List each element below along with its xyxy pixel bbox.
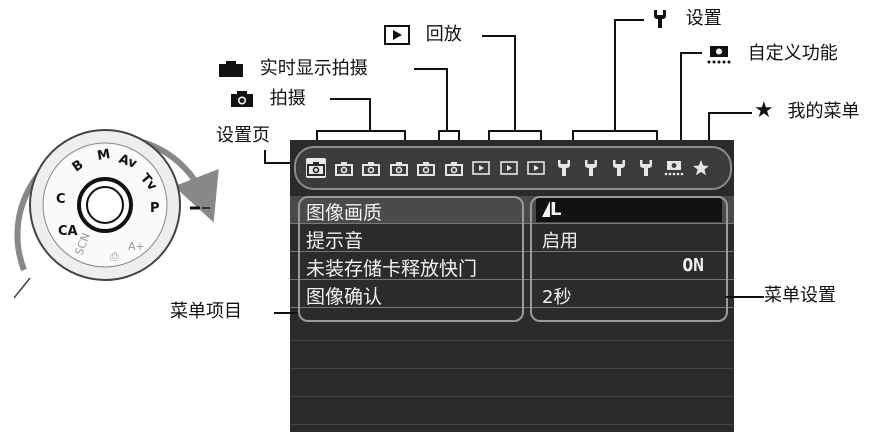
camera-lcd-screen: 图像画质 L 提示音 启用 未装存储卡释放快门 ON 图像确认 2秒 — [290, 140, 734, 432]
tab-shooting-2[interactable] — [334, 158, 354, 178]
wrench-icon — [583, 159, 599, 177]
star-icon: ★ — [754, 98, 774, 123]
tab-playback-8[interactable] — [499, 158, 519, 178]
tab-live-view-6[interactable] — [444, 158, 464, 178]
camera-icon — [417, 160, 435, 176]
menu-row-image-quality[interactable]: 图像画质 L — [290, 196, 734, 224]
mode-p-label: P — [150, 201, 160, 216]
legend-live-view-text: 实时显示拍摄 — [259, 58, 368, 79]
menu-item-label: 提示音 — [306, 230, 364, 252]
image-review-value: 2秒 — [542, 287, 572, 308]
menu-item-label: 图像画质 — [306, 202, 383, 224]
menu-tab-bar — [294, 146, 732, 190]
legend-my-menu: ★ 我的菜单 — [754, 100, 859, 123]
value-highlight — [536, 198, 722, 222]
menu-row-image-review[interactable]: 图像确认 2秒 — [290, 280, 734, 308]
camera-solid-icon — [219, 61, 243, 77]
tab-setup-13[interactable] — [636, 158, 656, 178]
legend-shooting-text: 拍摄 — [269, 88, 306, 109]
tab-custom-14[interactable] — [664, 158, 684, 178]
legend-playback: 回放 — [384, 24, 462, 46]
legend-setup: 设置 — [650, 8, 722, 30]
menu-items-bracket — [298, 196, 524, 322]
mode-dial: B M Av Tv P C CA SCN ⎙ A+ — [13, 129, 219, 299]
legend-my-menu-text: 我的菜单 — [787, 101, 860, 122]
legend-live-view: 实时显示拍摄 — [218, 58, 368, 80]
mode-c-label: C — [56, 192, 66, 207]
beep-value: 启用 — [542, 231, 578, 252]
tab-setup-11[interactable] — [581, 158, 601, 178]
menu-row-release-no-card[interactable]: 未装存储卡释放快门 ON — [290, 252, 734, 280]
tab-my-menu-15[interactable] — [691, 158, 711, 178]
release-no-card-value: ON — [682, 255, 704, 276]
quality-shape-icon — [542, 201, 550, 217]
tab-shooting-4[interactable] — [389, 158, 409, 178]
tab-shooting-1[interactable] — [306, 158, 326, 178]
camera-icon — [231, 91, 253, 107]
camera-icon — [444, 160, 463, 176]
play-icon — [472, 160, 490, 176]
callout-menu-settings: 菜单设置 — [764, 285, 836, 306]
wrench-icon — [654, 10, 666, 28]
legend-shooting: 拍摄 — [230, 88, 306, 110]
camera-icon — [307, 160, 325, 176]
tab-shooting-3[interactable] — [361, 158, 381, 178]
mode-ca-label: CA — [58, 224, 78, 239]
menu-row-beep[interactable]: 提示音 启用 — [290, 224, 734, 252]
custom-function-icon — [707, 46, 731, 64]
mode-av-label: Av — [117, 152, 140, 172]
legend-custom-text: 自定义功能 — [747, 43, 838, 64]
wrench-icon — [638, 159, 654, 177]
menu-settings-bracket — [530, 196, 728, 322]
custom-icon — [664, 159, 684, 177]
tab-playback-7[interactable] — [471, 158, 491, 178]
camera-icon — [389, 160, 408, 176]
wrench-icon — [611, 159, 627, 177]
image-quality-value: L — [542, 199, 561, 220]
wrench-icon — [556, 159, 572, 177]
legend-page: 设置页 — [216, 125, 270, 146]
tab-live-view-5[interactable] — [416, 158, 436, 178]
legend-playback-text: 回放 — [425, 24, 462, 45]
star-icon — [692, 159, 710, 177]
mode-s-label: ⎙ — [110, 250, 119, 263]
camera-icon — [362, 160, 380, 176]
legend-custom: 自定义功能 — [706, 43, 838, 65]
tab-playback-9[interactable] — [526, 158, 546, 178]
menu-item-label: 图像确认 — [306, 286, 383, 308]
play-icon — [499, 160, 518, 176]
tab-setup-10[interactable] — [554, 158, 574, 178]
callout-menu-items: 菜单项目 — [170, 301, 242, 322]
tab-setup-12[interactable] — [609, 158, 629, 178]
legend-setup-text: 设置 — [685, 8, 722, 29]
camera-icon — [334, 160, 353, 176]
menu-item-label: 未装存储卡释放快门 — [306, 258, 478, 280]
play-icon — [384, 25, 410, 45]
mode-a-plus-label: A+ — [128, 240, 145, 253]
play-icon — [527, 160, 545, 176]
mode-m-label: M — [96, 147, 111, 164]
